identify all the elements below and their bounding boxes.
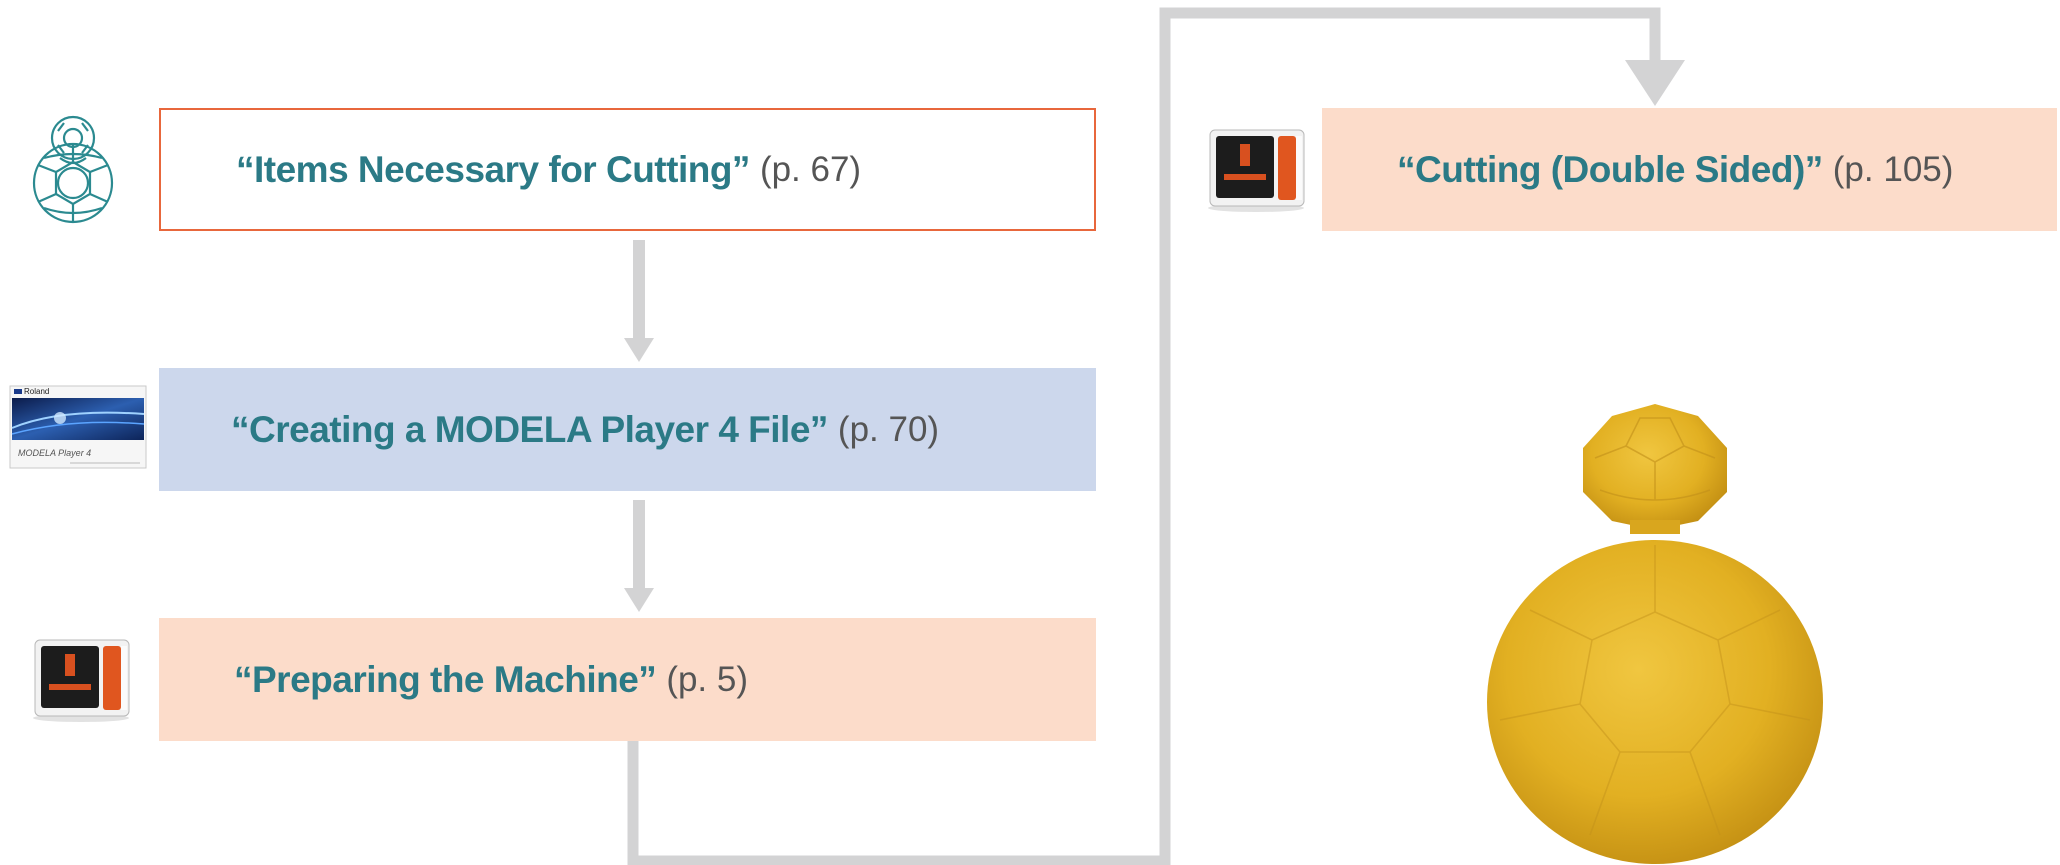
step-creating-file: “Creating a MODELA Player 4 File” (p. 70…: [159, 368, 1096, 491]
step-page-ref: (p. 70): [837, 409, 940, 449]
connector-arrowhead-1: [624, 338, 654, 362]
milling-machine-icon: [1208, 129, 1305, 212]
milling-machine-icon: [33, 639, 130, 722]
connector-arrowhead-3: [1625, 60, 1685, 106]
step-page-ref: (p. 67): [759, 149, 862, 189]
finished-model-image: [1487, 404, 1823, 864]
connector-shaft-1: [633, 240, 645, 340]
connector-shaft-2: [633, 500, 645, 590]
splash-product: MODELA Player 4: [18, 448, 91, 458]
splash-brand: Roland: [24, 387, 49, 396]
step-page-ref: (p. 105): [1832, 149, 1954, 189]
modela-player-splash-icon: Roland MODELA Player 4: [9, 385, 147, 469]
step-title: “Creating a MODELA Player 4 File”: [231, 408, 828, 450]
step-cutting-double-sided: “Cutting (Double Sided)” (p. 105): [1322, 108, 2057, 231]
step-items-necessary: “Items Necessary for Cutting” (p. 67): [159, 108, 1096, 231]
step-preparing-machine: “Preparing the Machine” (p. 5): [159, 618, 1096, 741]
connector-arrowhead-2: [624, 588, 654, 612]
step-page-ref: (p. 5): [666, 659, 749, 699]
connector-return-path: [627, 7, 1661, 865]
step-title: “Items Necessary for Cutting”: [236, 148, 750, 190]
fullerene-model-icon: [32, 115, 114, 224]
step-title: “Preparing the Machine”: [234, 658, 657, 700]
step-title: “Cutting (Double Sided)”: [1397, 148, 1823, 190]
